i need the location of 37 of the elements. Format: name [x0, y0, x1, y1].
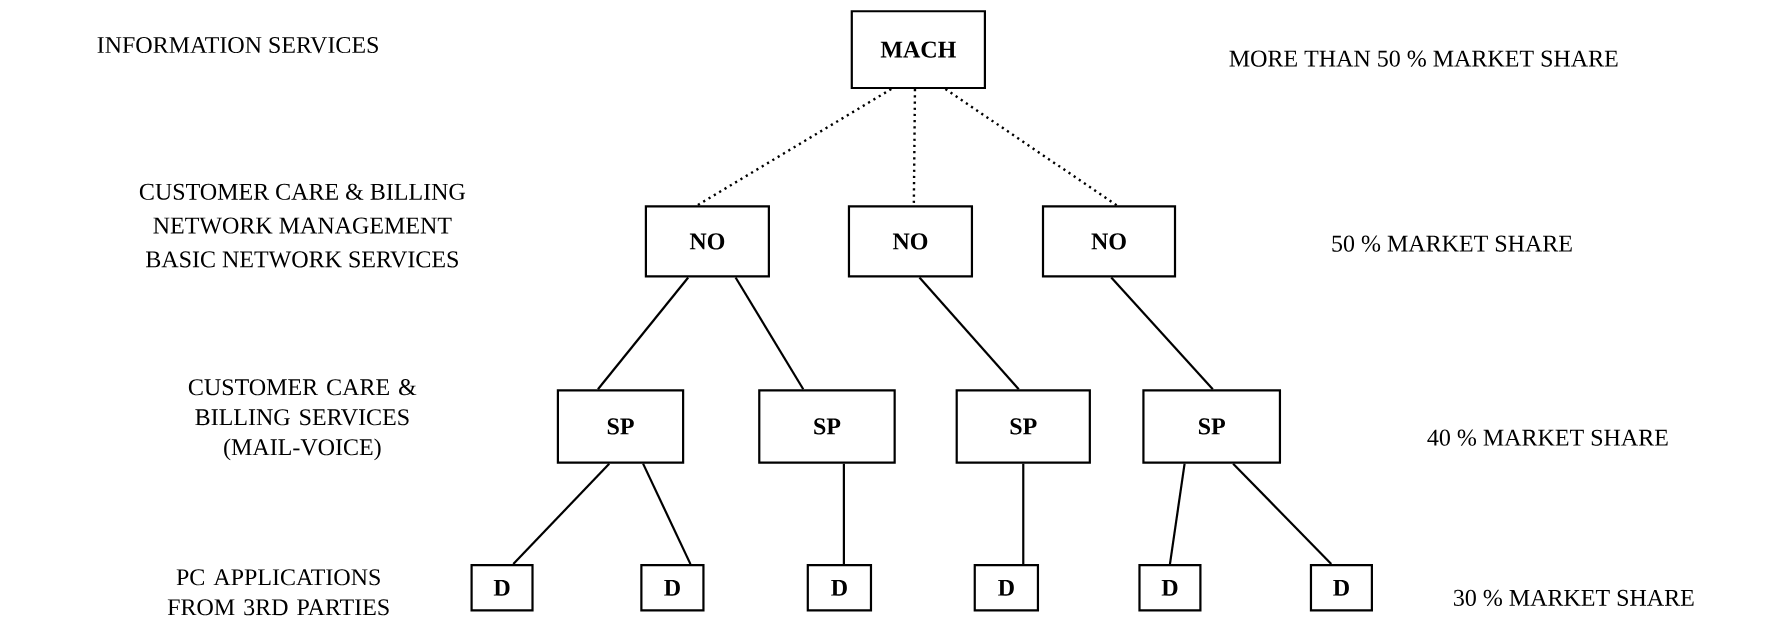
tree-box: D	[1138, 564, 1202, 612]
connector-line	[734, 276, 805, 390]
tree-box: SP	[1142, 389, 1282, 464]
tree-box: MACH	[850, 10, 986, 90]
connector-line	[642, 463, 692, 565]
connector-line	[1110, 276, 1214, 390]
connector-line	[1168, 463, 1186, 565]
level-label: NETWORK MANAGEMENT	[153, 217, 452, 234]
tree-box: D	[640, 564, 705, 612]
connector-line	[912, 89, 917, 206]
connector-line	[597, 276, 690, 390]
level-label: 50 % MARKET SHARE	[1332, 235, 1572, 252]
level-label: MORE THAN 50 % MARKET SHARE	[1229, 50, 1618, 67]
level-label: CUSTOMER CARE & BILLING	[139, 183, 466, 200]
tree-box: D	[470, 564, 534, 612]
tree-box: D	[973, 564, 1040, 612]
tree-box: D	[1309, 564, 1373, 612]
connector-line	[696, 88, 892, 207]
level-label: PC APPLICATIONS FROM 3RD PARTIES	[167, 569, 389, 616]
connector-line	[1022, 463, 1025, 565]
tree-box: D	[806, 564, 873, 612]
tree-box: NO	[847, 205, 974, 278]
connector-line	[918, 276, 1020, 390]
tree-box: SP	[758, 389, 896, 464]
tree-box: SP	[556, 389, 685, 464]
connector-line	[1232, 462, 1333, 565]
level-label: 40 % MARKET SHARE	[1427, 429, 1668, 446]
level-label: 30 % MARKET SHARE	[1454, 589, 1694, 607]
connector-line	[944, 88, 1118, 207]
tree-box: NO	[1041, 205, 1177, 278]
connector-line	[512, 462, 611, 565]
level-label: CUSTOMER CARE & BILLING SERVICES (MAIL-VOICE)	[188, 379, 417, 461]
connector-line	[842, 463, 845, 565]
tree-box: NO	[644, 205, 770, 278]
level-label: INFORMATION SERVICES	[97, 36, 378, 54]
tree-box: SP	[955, 389, 1091, 464]
level-label: BASIC NETWORK SERVICES	[146, 251, 458, 268]
